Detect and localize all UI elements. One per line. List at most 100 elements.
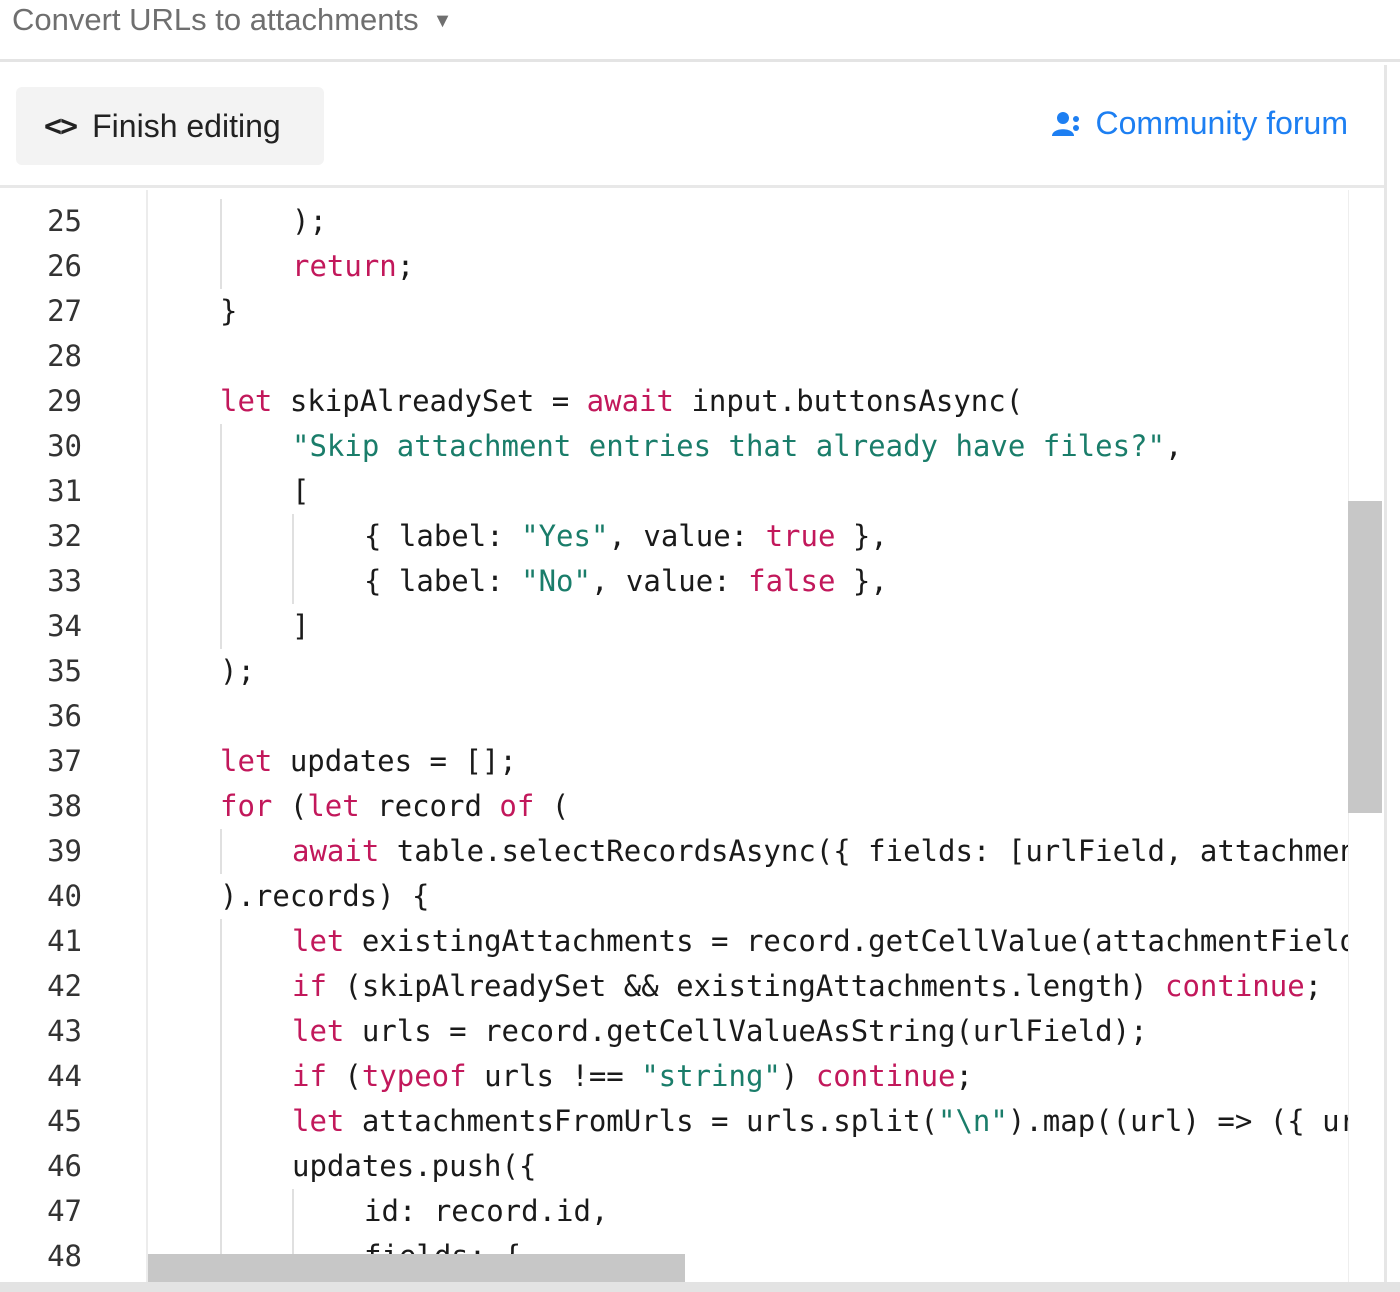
code-token: updates = []; bbox=[272, 744, 517, 778]
code-keyword: await bbox=[292, 834, 380, 868]
code-token: ) bbox=[780, 1059, 816, 1093]
code-token: urls = record.getCellValueAsString(urlFi… bbox=[344, 1014, 1148, 1048]
code-line: { label: "Yes", value: true }, bbox=[364, 514, 888, 559]
code-keyword: for bbox=[220, 789, 273, 823]
code-token: } bbox=[220, 294, 238, 328]
code-line: for (let record of ( bbox=[220, 784, 569, 829]
code-keyword: let bbox=[292, 1104, 345, 1138]
line-number: 41 bbox=[47, 924, 82, 958]
code-string: "No" bbox=[521, 564, 591, 598]
code-token: input.buttonsAsync( bbox=[673, 384, 1024, 418]
code-token: ( bbox=[534, 789, 570, 823]
line-number: 47 bbox=[47, 1194, 82, 1228]
code-line: } bbox=[220, 289, 237, 334]
code-line: ); bbox=[220, 649, 255, 694]
app-title-dropdown[interactable]: Convert URLs to attachments ▼ bbox=[12, 2, 452, 38]
code-brackets-icon: <> bbox=[44, 108, 78, 144]
code-token: existingAttachments = record.getCellValu… bbox=[361, 924, 1348, 958]
code-keyword: false bbox=[748, 564, 836, 598]
code-token: ).map((url) => ({ url })); bbox=[1007, 1104, 1348, 1138]
caret-down-icon[interactable]: ▼ bbox=[432, 10, 453, 32]
code-keyword: typeof bbox=[361, 1059, 467, 1093]
line-number: 48 bbox=[47, 1239, 82, 1273]
code-token: { label: bbox=[364, 564, 522, 598]
code-keyword: continue bbox=[1164, 969, 1305, 1003]
line-number: 45 bbox=[47, 1104, 82, 1138]
code-line: let attachmentsFromUrls = urls.split("\n… bbox=[292, 1099, 1348, 1144]
code-line: id: record.id, bbox=[364, 1189, 608, 1234]
line-number: 27 bbox=[47, 294, 82, 328]
code-token: attachmentsFromUrls = urls.split( bbox=[344, 1104, 939, 1138]
line-number: 46 bbox=[47, 1149, 82, 1183]
indent-guide bbox=[220, 199, 222, 289]
code-token: skipAlreadySet = bbox=[272, 384, 587, 418]
code-string: "Yes" bbox=[521, 519, 609, 553]
line-number: 30 bbox=[47, 429, 82, 463]
line-number: 37 bbox=[47, 744, 82, 778]
code-token: ); bbox=[220, 654, 255, 688]
code-line: "Skip attachment entries that already ha… bbox=[292, 424, 1182, 469]
code-keyword: if bbox=[292, 1059, 327, 1093]
code-keyword: continue bbox=[815, 1059, 956, 1093]
indent-guide bbox=[220, 424, 222, 649]
code-token: }, bbox=[835, 564, 888, 598]
code-line: [ bbox=[292, 469, 309, 514]
code-string: "string" bbox=[641, 1059, 781, 1093]
finish-editing-button[interactable]: <> Finish editing bbox=[16, 87, 324, 165]
line-number: 32 bbox=[47, 519, 82, 553]
line-number: 28 bbox=[47, 339, 82, 373]
code-token: (skipAlreadySet && existingAttachments.l… bbox=[326, 969, 1165, 1003]
line-number: 29 bbox=[47, 384, 82, 418]
community-forum-label: Community forum bbox=[1095, 105, 1349, 141]
code-keyword: of bbox=[499, 789, 535, 823]
code-token: }, bbox=[835, 519, 888, 553]
code-keyword: let bbox=[292, 924, 345, 958]
code-line: ] bbox=[292, 604, 309, 649]
code-line: ); bbox=[292, 199, 327, 244]
code-token: ); bbox=[292, 204, 327, 238]
code-line: await table.selectRecordsAsync({ fields:… bbox=[292, 829, 1348, 874]
line-number: 44 bbox=[47, 1059, 82, 1093]
panel-divider bbox=[1384, 65, 1387, 1292]
indent-guide bbox=[292, 1189, 294, 1279]
line-number: 34 bbox=[47, 609, 82, 643]
code-area[interactable]: );return;}let skipAlreadySet = await inp… bbox=[148, 190, 1348, 1282]
line-number: 25 bbox=[47, 204, 82, 238]
horizontal-scrollbar-thumb[interactable] bbox=[148, 1254, 685, 1282]
code-token: id: record.id, bbox=[364, 1194, 609, 1228]
bottom-border bbox=[0, 1282, 1400, 1292]
code-token: ( bbox=[272, 789, 308, 823]
code-token: ] bbox=[292, 609, 310, 643]
vertical-scrollbar-thumb[interactable] bbox=[1348, 501, 1382, 813]
line-number: 38 bbox=[47, 789, 82, 823]
code-string: "Skip attachment entries that already ha… bbox=[292, 429, 1165, 463]
title-bar: Convert URLs to attachments ▼ bbox=[0, 0, 1400, 62]
code-keyword: if bbox=[292, 969, 327, 1003]
code-token: [ bbox=[292, 474, 310, 508]
code-token: , value: bbox=[590, 564, 749, 598]
indent-guide bbox=[220, 919, 222, 1279]
indent-guide bbox=[220, 829, 222, 874]
code-line: { label: "No", value: false }, bbox=[364, 559, 888, 604]
code-token: ; bbox=[396, 249, 415, 283]
code-token: , value: bbox=[608, 519, 766, 553]
code-token: , bbox=[1164, 429, 1183, 463]
code-token: { label: bbox=[364, 519, 522, 553]
code-token: record bbox=[359, 789, 500, 823]
line-number: 33 bbox=[47, 564, 82, 598]
line-number: 35 bbox=[47, 654, 82, 688]
line-number: 42 bbox=[47, 969, 82, 1003]
code-token: table.selectRecordsAsync({ fields: [urlF… bbox=[396, 834, 1348, 868]
code-keyword: let bbox=[292, 1014, 345, 1048]
app-title-text: Convert URLs to attachments bbox=[12, 2, 419, 37]
code-keyword: await bbox=[586, 384, 674, 418]
code-token: ).records) { bbox=[220, 879, 430, 913]
finish-editing-label: Finish editing bbox=[92, 107, 281, 144]
code-line: let existingAttachments = record.getCell… bbox=[292, 919, 1348, 964]
indent-guide bbox=[292, 514, 294, 604]
code-keyword: let bbox=[220, 384, 273, 418]
users-icon bbox=[1051, 111, 1079, 136]
community-forum-link[interactable]: Community forum bbox=[1051, 105, 1349, 142]
